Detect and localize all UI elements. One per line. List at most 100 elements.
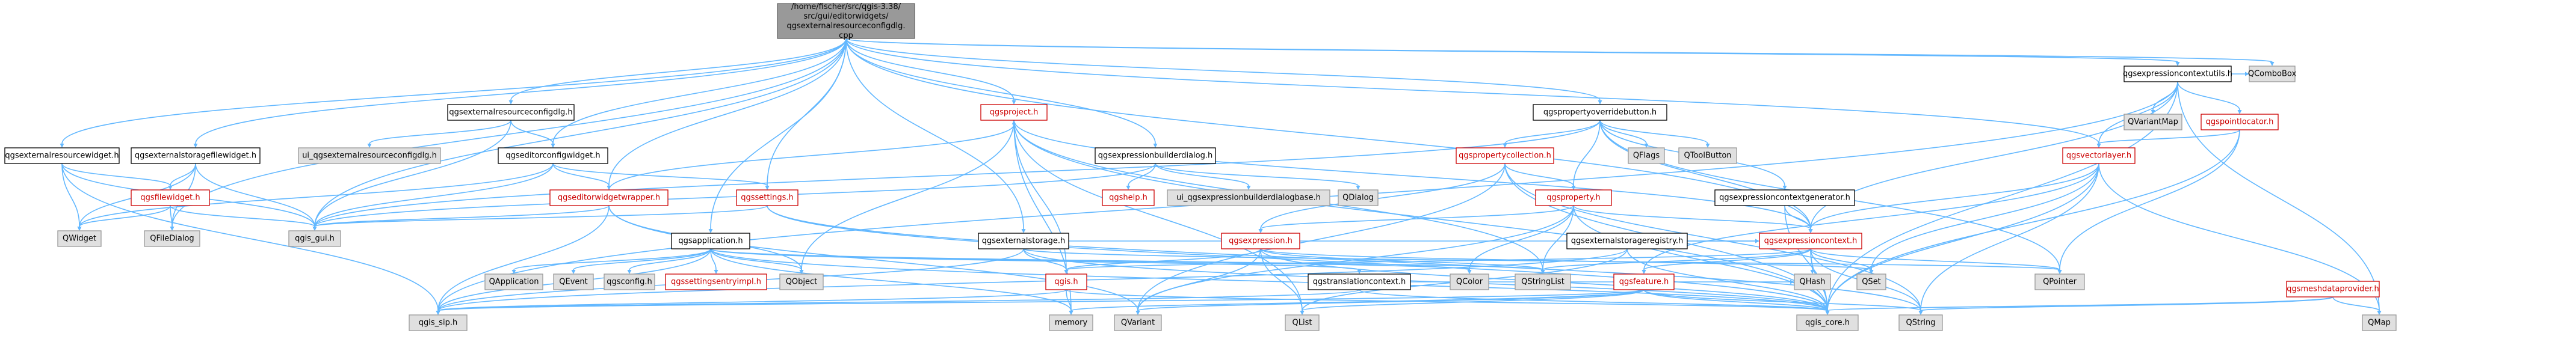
edge-qgsvectorlayer-to-qgiscore	[1827, 163, 2099, 311]
edge-arrowhead	[1356, 186, 1361, 190]
edge-arrowhead	[1810, 270, 1815, 274]
node-label: /home/fischer/src/qgis-3.38/src/gui/edit…	[786, 2, 905, 40]
edge-arrowhead	[799, 270, 804, 274]
edge-qgsapplication-to-qobject	[710, 248, 802, 270]
node-ewwrapper[interactable]: qgseditorwidgetwrapper.h	[549, 189, 669, 206]
node-extstorage[interactable]: qgsexternalstorage.h	[978, 233, 1069, 249]
edge-qgsapplication-to-qapplication	[513, 248, 711, 270]
edge-arrowhead	[193, 144, 198, 148]
node-qgsfeature[interactable]: qgsfeature.h	[1613, 273, 1675, 290]
node-label: QDialog	[1342, 194, 1374, 203]
node-box	[1114, 314, 1162, 331]
edge-meshdp-to-qgiscore	[1827, 296, 2334, 311]
node-excu[interactable]: qgsexpressioncontextutils.h	[2123, 66, 2232, 82]
node-qgssettings[interactable]: qgssettings.h	[736, 189, 798, 206]
node-label: QHash	[1800, 278, 1826, 287]
edge-arrowhead	[1258, 229, 1263, 233]
node-box	[1338, 189, 1379, 206]
node-box	[1456, 147, 1554, 164]
node-box	[447, 104, 575, 121]
node-qgsproject[interactable]: qgsproject.h	[980, 104, 1048, 121]
node-qgsexprcontext[interactable]: qgsexpressioncontext.h	[1759, 233, 1862, 249]
node-qset: QSet	[1856, 273, 1886, 290]
node-box	[2124, 66, 2232, 82]
node-box	[484, 273, 543, 290]
node-propcoll[interactable]: qgspropertycollection.h	[1456, 147, 1554, 164]
node-qgsexpression[interactable]: qgsexpression.h	[1221, 233, 1300, 249]
node-box	[736, 189, 798, 206]
node-qmap: QMap	[2362, 314, 2397, 331]
node-box	[1221, 233, 1300, 249]
node-extregistry[interactable]: qgsexternalstorageregistry.h	[1566, 233, 1688, 249]
node-pointlocator[interactable]: qgspointlocator.h	[2201, 114, 2279, 130]
edge-filewidget-to-qfiledialog	[170, 205, 173, 227]
node-label: QFileDialog	[150, 234, 194, 243]
node-label: qgstranslationcontext.h	[1313, 278, 1406, 287]
edge-qgsapplication-to-qgiscore	[710, 248, 1828, 311]
node-qgsconfig: qgsconfig.h	[604, 273, 655, 290]
node-translation[interactable]: qgstranslationcontext.h	[1308, 273, 1411, 290]
node-qvariant: QVariant	[1114, 314, 1162, 331]
edge-pointlocator-to-qpointer	[2059, 129, 2240, 270]
edge-qgsproject-to-qgsexprcontext	[1013, 120, 1811, 230]
node-label: qgsexpressioncontextgenerator.h	[1719, 194, 1850, 203]
edge-qgsexpression-to-qgsh	[1066, 248, 1261, 270]
node-qflags: QFlags	[1628, 147, 1665, 164]
edge-qgsproperty-to-qgsexpression	[1260, 205, 1574, 230]
node-erwidget[interactable]: qgsexternalresourcewidget.h	[4, 147, 120, 164]
node-label: QStringList	[1521, 278, 1564, 287]
node-label: qgsexternalstorageregistry.h	[1571, 237, 1684, 246]
edge-arrowhead	[714, 270, 718, 274]
node-pob[interactable]: qgspropertyoverridebutton.h	[1533, 104, 1667, 121]
node-qevent: QEvent	[553, 273, 594, 290]
edge-qgsfeature-to-qgiscore	[1643, 289, 1828, 311]
edge-arrowhead	[1135, 311, 1140, 315]
node-root[interactable]: /home/fischer/src/qgis-3.38/src/gui/edit…	[777, 2, 915, 40]
edge-arrowhead	[60, 144, 64, 148]
node-qgsproperty[interactable]: qgsproperty.h	[1535, 189, 1612, 206]
node-box	[1566, 233, 1688, 249]
node-qgiscore: qgis_core.h	[1796, 314, 1859, 331]
node-filewidget[interactable]: qgsfilewidget.h	[131, 189, 210, 206]
node-memory: memory	[1049, 314, 1093, 331]
node-excgen[interactable]: qgsexpressioncontextgenerator.h	[1714, 189, 1855, 206]
node-meshdp[interactable]: qgsmeshdataprovider.h	[2286, 281, 2380, 298]
node-ui_ercfg: ui_qgsexternalresourceconfigdlg.h	[298, 147, 441, 164]
node-box	[1308, 273, 1411, 290]
edge-arrowhead	[1503, 144, 1507, 148]
node-exprdlg[interactable]: qgsexpressionbuilderdialog.h	[1095, 147, 1216, 164]
edge-root-to-qgsvectorlayer	[845, 38, 2099, 144]
node-box	[1714, 189, 1855, 206]
node-settingsimpl[interactable]: qgssettingsentryimpl.h	[665, 273, 767, 290]
node-qgsvectorlayer[interactable]: qgsvectorlayer.h	[2062, 147, 2136, 164]
node-qgshelp[interactable]: qgshelp.h	[1102, 189, 1155, 206]
node-qlist: QList	[1285, 314, 1320, 331]
node-qgsapplication[interactable]: qgsapplication.h	[671, 233, 750, 249]
edge-pob-to-qgsproperty	[1573, 120, 1601, 186]
edge-qgsexpression-to-qlist	[1260, 248, 1303, 311]
dependency-edges	[60, 38, 2382, 315]
edge-pob-to-qgsexprcontext	[1599, 120, 1811, 230]
edge-qgsexprcontext-to-qset	[1810, 248, 1872, 270]
edge-arrowhead	[551, 144, 555, 148]
edge-arrowhead	[627, 270, 632, 274]
edge-meshdp-to-qstring	[1920, 296, 2334, 311]
node-box	[1533, 104, 1667, 121]
edge-arrowhead	[1825, 311, 1830, 315]
node-label: qgsexpressioncontext.h	[1764, 237, 1858, 246]
edge-editcfg-to-qwidget	[79, 163, 554, 227]
node-box	[1628, 147, 1665, 164]
node-label: qgshelp.h	[1109, 194, 1147, 203]
node-ercfgdlg[interactable]: qgsexternalresourceconfigdlg.h	[447, 104, 575, 121]
node-label: qgspropertyoverridebutton.h	[1543, 108, 1657, 117]
edge-erwidget-to-filewidget	[61, 163, 171, 186]
node-editcfg[interactable]: qgseditorconfigwidget.h	[498, 147, 608, 164]
edge-excu-to-qgsvectorlayer	[2098, 81, 2178, 144]
node-qdialog: QDialog	[1338, 189, 1379, 206]
edge-qgsfeature-to-qgissip	[437, 289, 1645, 311]
node-esfw[interactable]: qgsexternalstoragefilewidget.h	[131, 147, 261, 164]
node-qpointer: QPointer	[2034, 273, 2085, 290]
node-qgsh[interactable]: qgis.h	[1045, 273, 1087, 290]
node-box	[288, 230, 341, 247]
edge-root-to-excu	[845, 38, 2178, 63]
